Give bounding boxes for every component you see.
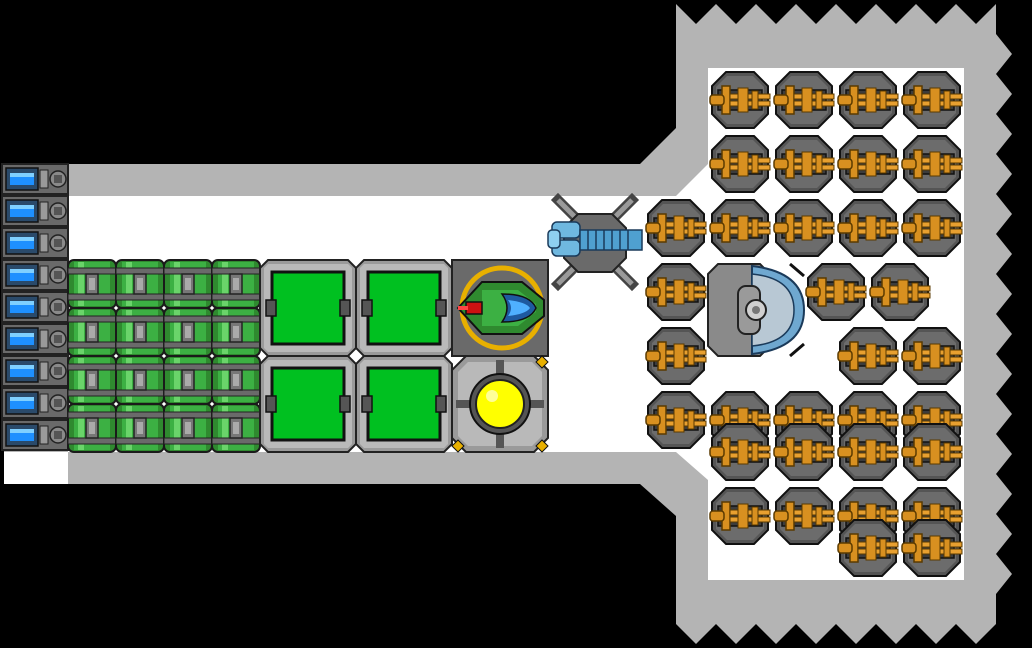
orange-cannon-icon[interactable] xyxy=(837,135,899,193)
yellow-reactor-icon[interactable] xyxy=(451,355,549,453)
green-fuel-tank-icon[interactable] xyxy=(163,403,213,453)
orange-cannon-icon[interactable] xyxy=(869,263,931,321)
orange-cannon-icon[interactable] xyxy=(709,71,771,129)
orange-cannon-icon[interactable] xyxy=(837,199,899,257)
blue-thruster-icon[interactable] xyxy=(1,163,69,195)
orange-cannon-icon[interactable] xyxy=(709,423,771,481)
green-fuel-tank-icon[interactable] xyxy=(163,355,213,405)
orange-cannon-icon[interactable] xyxy=(709,487,771,545)
green-fuel-tank-icon[interactable] xyxy=(67,355,117,405)
orange-cannon-icon[interactable] xyxy=(773,199,835,257)
orange-cannon-icon[interactable] xyxy=(645,327,707,385)
orange-cannon-icon[interactable] xyxy=(805,263,867,321)
green-fuel-tank-icon[interactable] xyxy=(211,259,261,309)
green-fuel-tank-icon[interactable] xyxy=(211,355,261,405)
orange-cannon-icon[interactable] xyxy=(901,423,963,481)
green-cargo-block-icon[interactable] xyxy=(258,258,358,358)
green-fuel-tank-icon[interactable] xyxy=(115,355,165,405)
blue-thruster-icon[interactable] xyxy=(1,227,69,259)
blue-thruster-icon[interactable] xyxy=(1,259,69,291)
green-fuel-tank-icon[interactable] xyxy=(115,403,165,453)
green-fuel-tank-icon[interactable] xyxy=(163,307,213,357)
orange-cannon-icon[interactable] xyxy=(645,391,707,449)
blue-thruster-icon[interactable] xyxy=(1,195,69,227)
green-fuel-tank-icon[interactable] xyxy=(67,403,117,453)
green-fuel-tank-icon[interactable] xyxy=(115,259,165,309)
orange-cannon-icon[interactable] xyxy=(837,71,899,129)
green-fuel-tank-icon[interactable] xyxy=(211,307,261,357)
blue-thruster-icon[interactable] xyxy=(1,355,69,387)
orange-cannon-icon[interactable] xyxy=(837,423,899,481)
orange-cannon-icon[interactable] xyxy=(901,327,963,385)
orange-cannon-icon[interactable] xyxy=(837,519,899,577)
blue-thruster-icon[interactable] xyxy=(1,419,69,451)
orange-cannon-icon[interactable] xyxy=(709,199,771,257)
orange-cannon-icon[interactable] xyxy=(837,327,899,385)
green-fuel-tank-icon[interactable] xyxy=(67,307,117,357)
green-fuel-tank-icon[interactable] xyxy=(67,259,117,309)
blue-thruster-icon[interactable] xyxy=(1,387,69,419)
green-fuel-tank-icon[interactable] xyxy=(211,403,261,453)
orange-cannon-icon[interactable] xyxy=(773,423,835,481)
orange-cannon-icon[interactable] xyxy=(709,135,771,193)
orange-cannon-icon[interactable] xyxy=(773,71,835,129)
orange-cannon-icon[interactable] xyxy=(901,199,963,257)
green-fuel-tank-icon[interactable] xyxy=(163,259,213,309)
orange-cannon-icon[interactable] xyxy=(645,263,707,321)
green-cargo-block-icon[interactable] xyxy=(354,258,454,358)
orange-cannon-icon[interactable] xyxy=(901,135,963,193)
orange-cannon-icon[interactable] xyxy=(645,199,707,257)
shield-dome-icon[interactable] xyxy=(707,262,806,358)
green-cockpit-icon[interactable] xyxy=(451,259,549,357)
blue-thruster-icon[interactable] xyxy=(1,323,69,355)
orange-cannon-icon[interactable] xyxy=(901,71,963,129)
orange-cannon-icon[interactable] xyxy=(773,135,835,193)
blue-thruster-icon[interactable] xyxy=(1,291,69,323)
ship-floor-stern xyxy=(4,452,68,484)
green-cargo-block-icon[interactable] xyxy=(354,354,454,454)
green-cargo-block-icon[interactable] xyxy=(258,354,358,454)
blue-drone-turret-icon[interactable] xyxy=(547,192,643,292)
orange-cannon-icon[interactable] xyxy=(773,487,835,545)
orange-cannon-icon[interactable] xyxy=(901,519,963,577)
green-fuel-tank-icon[interactable] xyxy=(115,307,165,357)
